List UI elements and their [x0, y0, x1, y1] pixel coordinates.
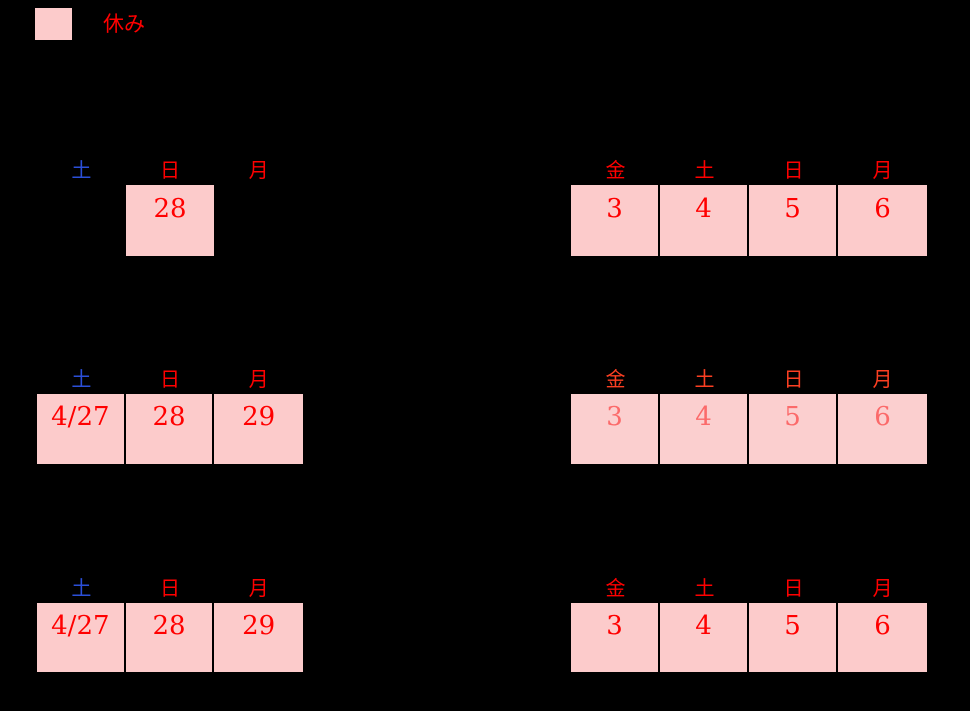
date-cell-row: 4/27 28 29 [37, 394, 303, 464]
date-cell[interactable]: 5 [749, 603, 838, 672]
date-cell[interactable] [214, 185, 303, 256]
weekday-header-fri: 金 [605, 576, 626, 600]
date-cell-value: 3 [606, 402, 623, 432]
date-cell[interactable]: 3 [571, 394, 660, 464]
weekday-header-mon: 月 [248, 576, 269, 600]
date-cell-value [37, 185, 126, 194]
weekday-header-sat: 土 [71, 158, 92, 182]
date-cell-value: 4/27 [51, 402, 110, 432]
weekday-header-row: 金 土 日 月 [571, 366, 928, 394]
date-cell-value: 28 [153, 194, 187, 224]
date-cell-value: 29 [242, 402, 276, 432]
date-cell[interactable]: 6 [838, 394, 927, 464]
date-cell[interactable]: 5 [749, 185, 838, 256]
date-cell[interactable]: 28 [125, 394, 215, 464]
date-cell[interactable]: 4 [660, 394, 749, 464]
weekday-header-sat: 土 [71, 367, 92, 391]
weekday-header-sun: 日 [783, 158, 804, 182]
date-cell[interactable]: 29 [214, 603, 303, 672]
calendar-row-2-left-block: 土 日 月 4/27 28 29 [37, 366, 303, 464]
legend: 休み [35, 8, 145, 40]
weekday-header-mon: 月 [872, 367, 893, 391]
date-cell-row: 28 [37, 185, 303, 256]
date-cell[interactable]: 29 [214, 394, 303, 464]
date-cell-value: 3 [606, 611, 623, 641]
weekday-header-row: 金 土 日 月 [571, 157, 928, 185]
weekday-header-row: 土 日 月 [37, 366, 303, 394]
weekday-header-fri: 金 [605, 158, 626, 182]
weekday-header-sun: 日 [160, 576, 180, 600]
date-cell-value: 4 [695, 611, 712, 641]
weekday-header-sun: 日 [783, 367, 804, 391]
date-cell[interactable]: 3 [571, 603, 660, 672]
date-cell-value: 29 [242, 611, 276, 641]
date-cell-value: 4 [695, 194, 712, 224]
date-cell-value: 28 [152, 402, 186, 432]
calendar-row-3-left-block: 土 日 月 4/27 28 29 [37, 575, 303, 672]
weekday-header-sun: 日 [160, 367, 180, 391]
date-cell-value: 4 [695, 402, 712, 432]
date-cell[interactable] [37, 185, 126, 256]
weekday-header-fri: 金 [605, 367, 626, 391]
date-cell-value: 5 [784, 402, 801, 432]
date-cell-value: 3 [606, 194, 623, 224]
date-cell[interactable]: 4 [660, 603, 749, 672]
weekday-header-sun: 日 [783, 576, 804, 600]
date-cell-row: 3 4 5 6 [571, 185, 928, 256]
date-cell[interactable]: 6 [838, 185, 927, 256]
calendar-row-2-right-block: 金 土 日 月 3 4 5 6 [571, 366, 928, 464]
date-cell[interactable]: 6 [838, 603, 927, 672]
legend-holiday-label: 休み [103, 12, 145, 36]
calendar-row-1-left-block: 土 日 月 28 [37, 157, 303, 256]
date-cell[interactable]: 3 [571, 185, 660, 256]
date-cell[interactable]: 28 [125, 185, 215, 256]
weekday-header-mon: 月 [872, 576, 893, 600]
date-cell[interactable]: 4 [660, 185, 749, 256]
weekday-header-sat: 土 [694, 367, 715, 391]
weekday-header-sat: 土 [694, 576, 715, 600]
calendar-row-3-right-block: 金 土 日 月 3 4 5 6 [571, 575, 928, 672]
weekday-header-row: 金 土 日 月 [571, 575, 928, 603]
date-cell[interactable]: 4/27 [37, 394, 126, 464]
date-cell-row: 3 4 5 6 [571, 394, 928, 464]
weekday-header-sat: 土 [694, 158, 715, 182]
date-cell[interactable]: 28 [125, 603, 215, 672]
weekday-header-mon: 月 [248, 367, 269, 391]
date-cell-value: 5 [784, 194, 801, 224]
weekday-header-row: 土 日 月 [37, 575, 303, 603]
date-cell-row: 4/27 28 29 [37, 603, 303, 672]
weekday-header-sun: 日 [160, 158, 180, 182]
legend-holiday-swatch [35, 8, 72, 40]
date-cell-value: 4/27 [51, 611, 110, 641]
weekday-header-sat: 土 [71, 576, 92, 600]
date-cell-value [214, 185, 303, 194]
date-cell-value: 5 [784, 611, 801, 641]
date-cell-value: 6 [874, 402, 891, 432]
calendar-row-1-right-block: 金 土 日 月 3 4 5 6 [571, 157, 928, 256]
weekday-header-mon: 月 [248, 158, 269, 182]
weekday-header-row: 土 日 月 [37, 157, 303, 185]
date-cell[interactable]: 4/27 [37, 603, 126, 672]
date-cell-value: 6 [874, 194, 891, 224]
weekday-header-mon: 月 [872, 158, 893, 182]
date-cell-value: 28 [152, 611, 186, 641]
date-cell-value: 6 [874, 611, 891, 641]
date-cell-row: 3 4 5 6 [571, 603, 928, 672]
date-cell[interactable]: 5 [749, 394, 838, 464]
